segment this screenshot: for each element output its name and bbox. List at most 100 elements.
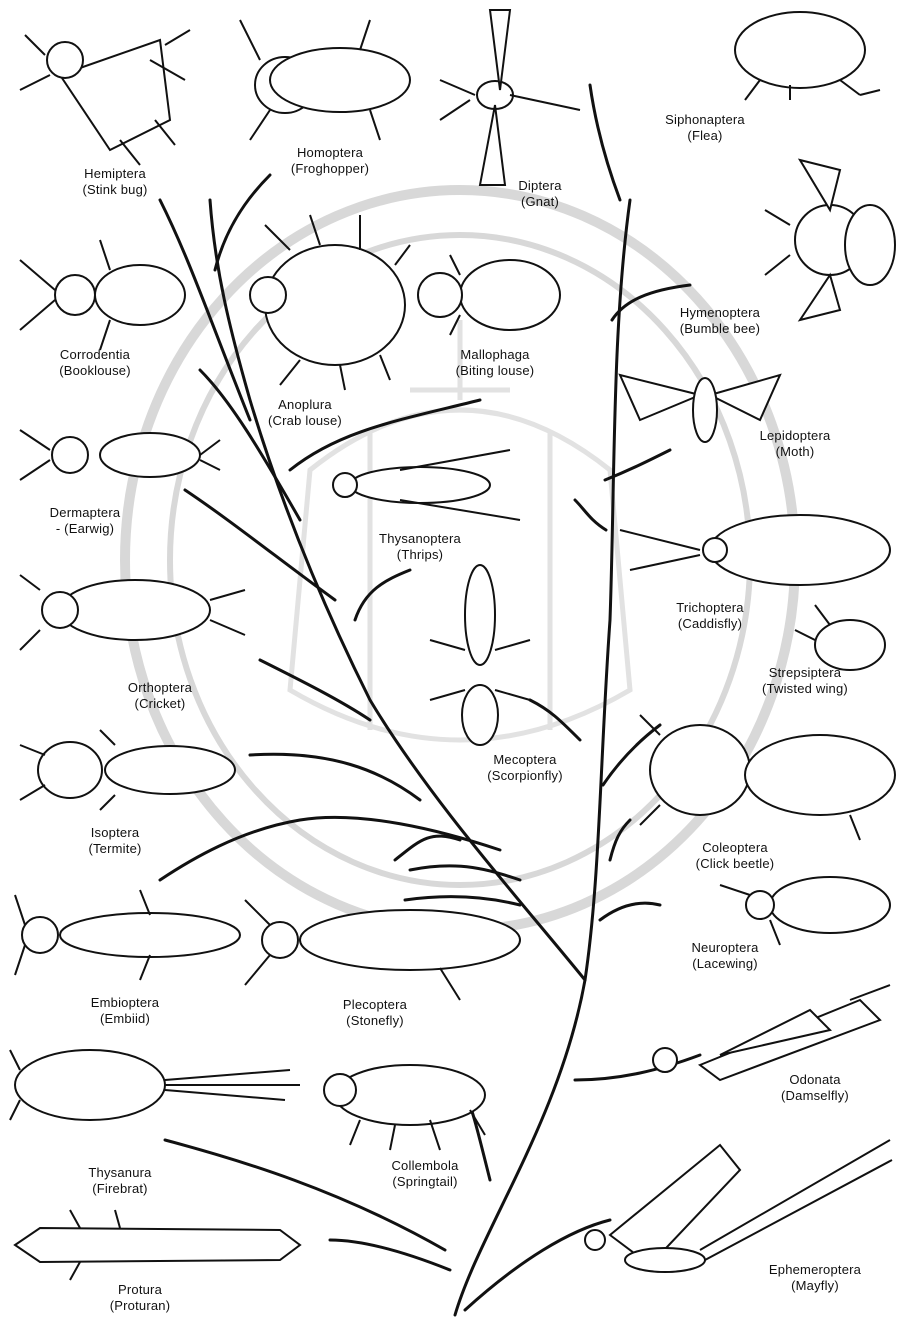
label-embioptera: Embioptera (Embiid)	[60, 995, 190, 1028]
label-thysanura: Thysanura (Firebrat)	[60, 1165, 180, 1198]
common-name: (Froghopper)	[265, 161, 395, 177]
bumble-bee-drawing	[765, 160, 895, 320]
booklouse-drawing	[20, 240, 185, 350]
order-name: Thysanura	[60, 1165, 180, 1181]
stink-bug-drawing	[20, 30, 190, 165]
froghopper-drawing	[240, 20, 410, 140]
label-isoptera: Isoptera (Termite)	[60, 825, 170, 858]
common-name: (Caddisfly)	[650, 616, 770, 632]
order-name: Protura	[85, 1282, 195, 1298]
flea-drawing	[735, 12, 880, 100]
common-name: (Damselfly)	[760, 1088, 870, 1104]
order-name: Corrodentia	[30, 347, 160, 363]
crab-louse-drawing	[250, 215, 410, 390]
damselfly-drawing	[653, 985, 890, 1080]
common-name: - (Earwig)	[25, 521, 145, 537]
label-hymenoptera: Hymenoptera (Bumble bee)	[650, 305, 790, 338]
common-name: (Gnat)	[495, 194, 585, 210]
order-name: Neuroptera	[660, 940, 790, 956]
order-name: Hymenoptera	[650, 305, 790, 321]
order-name: Ephemeroptera	[745, 1262, 885, 1278]
order-name: Homoptera	[265, 145, 395, 161]
common-name: (Click beetle)	[665, 856, 805, 872]
label-strepsiptera: Strepsiptera (Twisted wing)	[735, 665, 875, 698]
order-name: Hemiptera	[55, 166, 175, 182]
common-name: (Twisted wing)	[735, 681, 875, 697]
order-name: Strepsiptera	[735, 665, 875, 681]
label-coleoptera: Coleoptera (Click beetle)	[665, 840, 805, 873]
order-name: Coleoptera	[665, 840, 805, 856]
label-odonata: Odonata (Damselfly)	[760, 1072, 870, 1105]
earwig-drawing	[20, 430, 220, 480]
cricket-drawing	[20, 575, 245, 650]
label-thysanoptera: Thysanoptera (Thrips)	[355, 531, 485, 564]
order-name: Collembola	[365, 1158, 485, 1174]
label-neuroptera: Neuroptera (Lacewing)	[660, 940, 790, 973]
order-name: Anoplura	[250, 397, 360, 413]
label-collembola: Collembola (Springtail)	[365, 1158, 485, 1191]
common-name: (Flea)	[640, 128, 770, 144]
common-name: (Termite)	[60, 841, 170, 857]
twisted-wing-drawing	[795, 605, 885, 670]
common-name: (Crab louse)	[250, 413, 360, 429]
embiid-drawing	[15, 890, 240, 980]
order-name: Isoptera	[60, 825, 170, 841]
common-name: (Mayfly)	[745, 1278, 885, 1294]
label-trichoptera: Trichoptera (Caddisfly)	[650, 600, 770, 633]
order-name: Embioptera	[60, 995, 190, 1011]
common-name: (Cricket)	[100, 696, 220, 712]
label-anoplura: Anoplura (Crab louse)	[250, 397, 360, 430]
label-corrodentia: Corrodentia (Booklouse)	[30, 347, 160, 380]
termite-drawing	[20, 730, 235, 810]
label-mecoptera: Mecoptera (Scorpionfly)	[460, 752, 590, 785]
stonefly-drawing	[245, 900, 520, 1000]
common-name: (Stink bug)	[55, 182, 175, 198]
order-name: Lepidoptera	[735, 428, 855, 444]
order-name: Siphonaptera	[640, 112, 770, 128]
common-name: (Moth)	[735, 444, 855, 460]
order-name: Diptera	[495, 178, 585, 194]
order-name: Thysanoptera	[355, 531, 485, 547]
gnat-drawing	[440, 10, 580, 185]
label-protura: Protura (Proturan)	[85, 1282, 195, 1315]
firebrat-drawing	[10, 1050, 300, 1120]
click-beetle-drawing	[640, 715, 895, 840]
common-name: (Embiid)	[60, 1011, 190, 1027]
common-name: (Biting louse)	[430, 363, 560, 379]
common-name: (Proturan)	[85, 1298, 195, 1314]
thrips-drawing	[333, 450, 520, 520]
label-lepidoptera: Lepidoptera (Moth)	[735, 428, 855, 461]
order-name: Mecoptera	[460, 752, 590, 768]
label-dermaptera: Dermaptera - (Earwig)	[25, 505, 145, 538]
label-plecoptera: Plecoptera (Stonefly)	[310, 997, 440, 1030]
mayfly-drawing	[585, 1140, 892, 1272]
common-name: (Firebrat)	[60, 1181, 180, 1197]
common-name: (Scorpionfly)	[460, 768, 590, 784]
common-name: (Bumble bee)	[650, 321, 790, 337]
order-name: Plecoptera	[310, 997, 440, 1013]
order-name: Orthoptera	[100, 680, 220, 696]
caddisfly-drawing	[620, 515, 890, 585]
label-hemiptera: Hemiptera (Stink bug)	[55, 166, 175, 199]
order-name: Mallophaga	[430, 347, 560, 363]
common-name: (Booklouse)	[30, 363, 160, 379]
springtail-drawing	[324, 1065, 485, 1150]
label-orthoptera: Orthoptera (Cricket)	[100, 680, 220, 713]
common-name: (Springtail)	[365, 1174, 485, 1190]
label-diptera: Diptera (Gnat)	[495, 178, 585, 211]
order-name: Dermaptera	[25, 505, 145, 521]
order-name: Trichoptera	[650, 600, 770, 616]
common-name: (Thrips)	[355, 547, 485, 563]
common-name: (Stonefly)	[310, 1013, 440, 1029]
biting-louse-drawing	[418, 255, 560, 335]
lacewing-drawing	[720, 877, 890, 945]
label-mallophaga: Mallophaga (Biting louse)	[430, 347, 560, 380]
scorpionfly-drawing	[430, 565, 530, 745]
label-siphonaptera: Siphonaptera (Flea)	[640, 112, 770, 145]
label-ephemeroptera: Ephemeroptera (Mayfly)	[745, 1262, 885, 1295]
label-homoptera: Homoptera (Froghopper)	[265, 145, 395, 178]
common-name: (Lacewing)	[660, 956, 790, 972]
proturan-drawing	[15, 1210, 300, 1280]
